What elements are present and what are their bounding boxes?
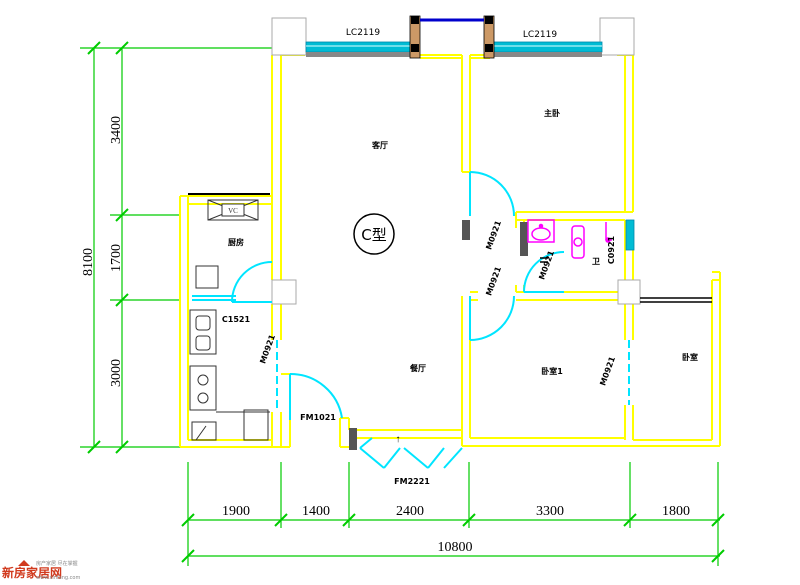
kitchen-window [192, 295, 236, 301]
entrance-arrow-icon: ↑ [396, 434, 401, 445]
label-window-c1521: C1521 [222, 315, 251, 324]
window-label-left: LC2119 [346, 28, 380, 38]
toilet-icon [571, 225, 585, 259]
label-bedroom-1: 卧室1 [541, 366, 563, 376]
logo-text: 新房家居网 [2, 565, 63, 580]
bathroom-window [625, 219, 635, 251]
site-logo: 新房家居网 房产家居 尽在掌握 www.xinfang.com [2, 560, 80, 582]
label-door-fm1021: FM1021 [300, 413, 336, 422]
walls [179, 54, 721, 448]
bay-window [409, 15, 495, 59]
type-label: C型 [361, 226, 386, 244]
dim-left-3: 3000 [109, 359, 124, 387]
dimension-lines [80, 41, 725, 566]
shower-icon [605, 222, 612, 243]
label-door-3: M0921 [537, 249, 556, 281]
logo-url: www.xinfang.com [36, 575, 81, 581]
dim-bottom-4: 3300 [536, 504, 564, 519]
dim-bottom-5: 1800 [662, 504, 690, 519]
columns [271, 17, 641, 305]
dim-bottom-2: 1400 [302, 504, 330, 519]
svg-text:VC: VC [228, 207, 238, 215]
kitchen-counter [189, 265, 270, 441]
dim-left-2: 1700 [109, 244, 124, 272]
home-icon [18, 560, 30, 566]
label-bedroom-main: 主卧 [544, 108, 560, 118]
label-living: 客厅 [371, 140, 388, 150]
stove-icon: VC [207, 199, 259, 221]
label-door-4: M0921 [258, 333, 277, 365]
window-label-right: LC2119 [523, 30, 557, 40]
sink-icon [527, 219, 555, 243]
dim-total-width: 10800 [438, 540, 473, 555]
label-door-fm2221: FM2221 [394, 477, 430, 486]
type-circle: C型 [353, 213, 395, 255]
label-window-c0921: C0921 [607, 236, 616, 265]
corridor-black-lines [540, 257, 548, 263]
doors [231, 171, 630, 469]
label-door-5: M0921 [598, 355, 617, 387]
label-door-2: M0921 [484, 265, 503, 297]
label-kitchen: 厨房 [228, 237, 244, 247]
dim-bottom-1: 1900 [222, 504, 250, 519]
dim-total-height: 8100 [81, 248, 96, 276]
label-door-1: M0921 [484, 219, 503, 251]
dim-bottom-3: 2400 [396, 504, 424, 519]
balcony-rail [640, 297, 712, 303]
logo-tagline: 房产家居 尽在掌握 [36, 561, 78, 567]
door-frames [349, 220, 528, 450]
label-toilet: 卫 [592, 257, 600, 266]
label-bedroom-2: 卧室 [682, 352, 698, 362]
dim-left-1: 3400 [109, 116, 124, 144]
label-dining: 餐厅 [409, 363, 426, 373]
